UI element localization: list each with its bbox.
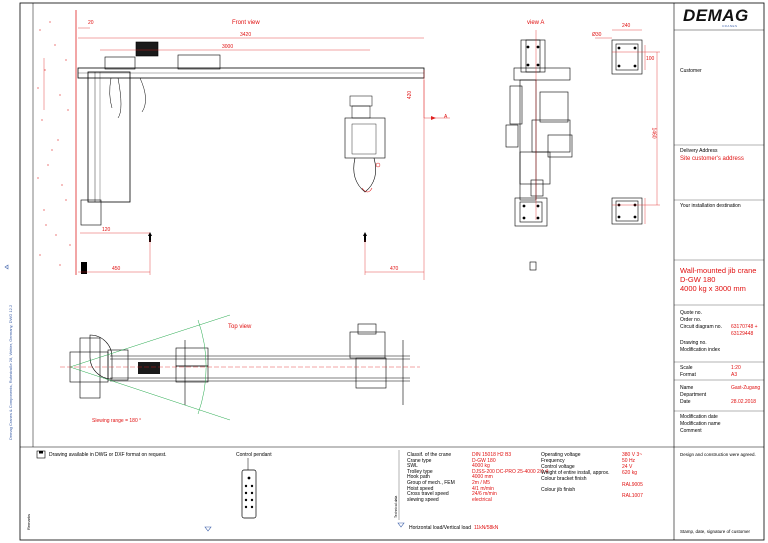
spec-value: 2m / M5 <box>472 480 491 486</box>
date-value: 28.02.2018 <box>731 399 757 405</box>
scale-value: 1:20 <box>731 365 741 371</box>
spec-label: Classif. of the crane <box>407 452 452 458</box>
circuit-value-1: 63170748 + <box>731 324 758 330</box>
dim-420: 420 <box>407 90 414 100</box>
spec-value: 24/6 m/min <box>472 491 497 498</box>
design-ack: Design and construction were agreed. <box>680 452 756 457</box>
spec-value: electrical <box>472 496 492 503</box>
dim-3000: 3000 <box>222 44 234 50</box>
demag-logo: DEMAG <box>683 6 749 25</box>
control-pendant-label: Control pendant <box>236 452 272 458</box>
dim-1460: 1460 <box>650 127 657 139</box>
date-label: Date <box>680 399 691 405</box>
dim-470: 470 <box>390 266 399 272</box>
dwg-note: Drawing available in DWG or DXF format o… <box>49 452 167 458</box>
circuit-value-2: 63129448 <box>731 331 754 337</box>
spec-label: Frequency <box>541 457 565 464</box>
logo-subtitle: CRANES <box>722 24 738 28</box>
dim-120: 120 <box>102 227 111 233</box>
spec-value: DJSS-200 DC-PRO 25-4000 2/1 4 <box>472 468 549 475</box>
scale-label: Scale <box>680 365 693 371</box>
product-line-1: Wall-mounted jib crane <box>680 266 757 275</box>
format-value: A3 <box>731 372 738 378</box>
department-label: Department <box>680 392 707 398</box>
spec-label: Trolley type <box>407 468 433 475</box>
spec-value: 4000 kg <box>472 463 490 470</box>
spec-value: 620 kg <box>622 469 638 476</box>
spec-label: Hoist speed <box>407 485 434 492</box>
mod-date-label: Modification date <box>680 414 718 420</box>
spec-label: Hook path <box>407 474 430 481</box>
spec-value: 4/1 m/min <box>472 485 494 492</box>
spec-label: Weight of entire install, approx. <box>541 469 610 476</box>
spec-label: Colour jib finish <box>541 487 576 494</box>
order-no-label: Order no. <box>680 317 702 323</box>
dim-100: 100 <box>646 56 655 62</box>
name-value: Gast-Zugang <box>731 385 761 391</box>
spec-value: RAL1007 <box>622 493 643 500</box>
circuit-label: Circuit diagram no. <box>680 324 722 330</box>
technical-data-label: Technical data <box>394 495 398 518</box>
dim-3420: 3420 <box>240 32 252 38</box>
dim-20: 20 <box>88 20 94 26</box>
delivery-address-label: Delivery Address <box>680 148 718 154</box>
view-a-marker: A <box>444 114 448 120</box>
spec-label: Group of mech., FEM <box>407 480 455 486</box>
name-label: Name <box>680 385 694 391</box>
spec-value: 24 V <box>622 463 633 470</box>
spec-value: 50 Hz <box>622 457 636 464</box>
dim-diameter-30: Ø30 <box>592 32 602 38</box>
view-a-title: view A <box>527 20 545 26</box>
remarks-label: Remarks <box>26 513 31 530</box>
format-label: Format <box>680 372 696 378</box>
spec-value: D-GW 180 <box>472 457 496 464</box>
spec-label: Operating voltage <box>541 452 581 458</box>
spec-label: Control voltage <box>541 463 575 470</box>
horizontal-load-value: 11kN/58kN <box>474 525 499 531</box>
product-line-3: 4000 kg x 3000 mm <box>680 284 746 293</box>
installation-label: Your installation destination <box>680 203 741 209</box>
slewing-range-label: Slewing range = 180 ° <box>92 418 142 424</box>
spec-label: Crane type <box>407 457 432 464</box>
spec-value: 4000 mm <box>472 474 493 481</box>
spec-value: DIN 15018 H2 B3 <box>472 452 512 458</box>
modification-index-label: Modification index <box>680 347 721 353</box>
dim-240: 240 <box>622 23 631 29</box>
side-imprint: Demag Cranes & Components, Ruhrstraße 28… <box>8 304 13 440</box>
top-view-title: Top view <box>228 324 252 330</box>
spec-value: 380 V 3~ <box>622 452 643 458</box>
spec-label: slewing speed <box>407 496 439 503</box>
mod-name-label: Modification name <box>680 421 721 427</box>
quote-no-label: Quote no. <box>680 310 702 316</box>
comment-label: Comment <box>680 428 702 434</box>
product-line-2: D-GW 180 <box>680 275 716 284</box>
spec-label: SWL <box>407 463 418 470</box>
spec-label: Cross travel speed <box>407 491 449 498</box>
spec-value: RAL9005 <box>622 481 643 488</box>
stamp-label: Stamp, date, signature of customer <box>680 529 751 534</box>
front-view-title: Front view <box>232 20 260 26</box>
customer-label: Customer <box>680 68 702 74</box>
drawing-no-label: Drawing no. <box>680 340 707 346</box>
site-address: Site customer's address <box>680 156 744 162</box>
product-description: Wall-mounted jib crane D-GW 180 4000 kg … <box>680 266 756 293</box>
spec-label: Colour bracket finish <box>541 475 587 482</box>
horizontal-load-label: Horizontal load/Vertical load <box>409 525 471 531</box>
dim-450: 450 <box>112 266 121 272</box>
